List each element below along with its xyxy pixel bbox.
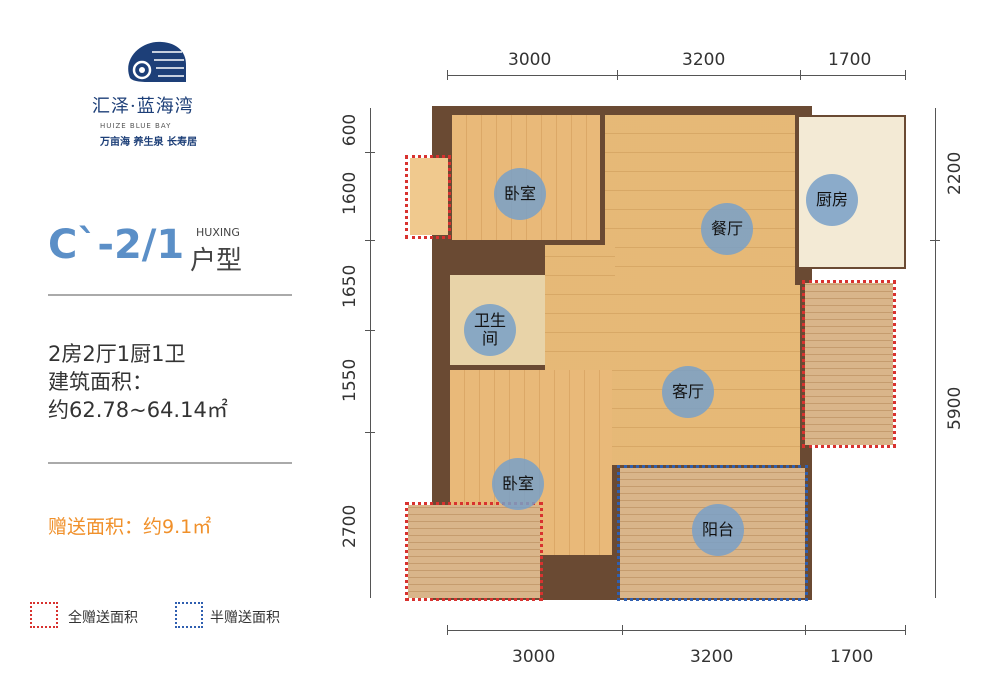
tick [805,625,806,635]
tick [447,70,448,80]
brand-name: 汇泽·蓝海湾 [92,96,194,117]
tick [365,330,375,331]
area-value: 约62.78~64.14㎡ [48,398,228,422]
full-gift-area-garden [802,280,896,448]
dim-bottom-1: 3000 [512,647,556,667]
dim-bottom-3: 1700 [830,647,874,667]
dim-line-right [935,108,936,598]
legend-full-label: 全赠送面积 [68,610,138,626]
gift-area: 赠送面积：约9.1㎡ [48,516,212,538]
legend-half-swatch [175,602,203,628]
half-gift-area-balcony [617,465,808,601]
balcony [620,468,805,598]
legend-full-swatch [30,602,58,628]
unit-code: C`-2/1 [48,222,185,268]
brand-slogan: 万亩海 养生泉 长寿居 [100,137,197,148]
tick [365,240,375,241]
tick [617,70,618,80]
legend-half-label: 半赠送面积 [210,610,280,626]
full-gift-area-bay [405,155,451,239]
tick [905,625,906,635]
divider [48,294,292,296]
tick [447,625,448,635]
dim-top-2: 3200 [682,50,726,70]
area-label: 建筑面积： [48,370,153,394]
unit-huxing: HUXING [196,226,240,239]
divider [48,462,292,464]
room-label-bedroom-1: 卧室 [494,168,546,220]
tick [800,70,801,80]
bay-window [410,158,448,235]
shell-wave-logo [128,41,186,82]
dim-top-1: 3000 [508,50,552,70]
dim-line-bottom [447,630,905,631]
garden-balcony [805,283,893,445]
dim-line-top [447,75,905,76]
room-label-bathroom: 卫生间 [464,304,516,356]
room-label-bedroom-2: 卧室 [492,458,544,510]
dim-line-left [370,108,371,598]
corner-balcony [408,505,540,598]
full-gift-area-corner [405,502,543,601]
room-layout: 2房2厅1厨1卫 [48,342,186,366]
unit-type: 户型 [190,246,243,276]
room-label-balcony: 阳台 [692,504,744,556]
room-label-kitchen: 厨房 [806,174,858,226]
dim-bottom-2: 3200 [690,647,734,667]
tick [622,625,623,635]
room-label-dining: 餐厅 [701,203,753,255]
tick [905,70,906,80]
tick [365,152,375,153]
room-label-living: 客厅 [662,366,714,418]
tick [365,432,375,433]
tick [930,240,940,241]
dim-top-3: 1700 [828,50,872,70]
dining-room [605,115,795,285]
brand-english: HUIZE BLUE BAY [100,122,172,130]
